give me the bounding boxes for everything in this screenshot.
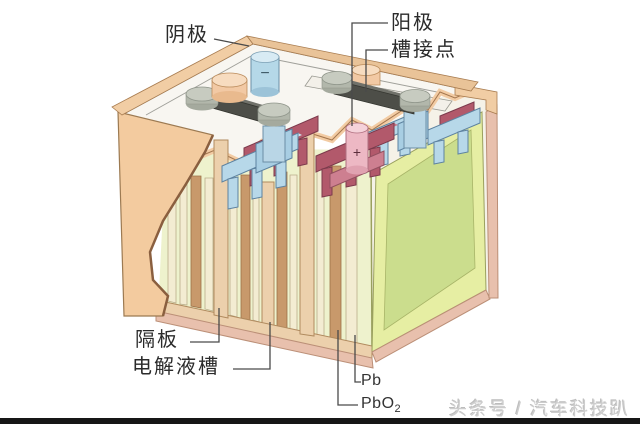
torn-edge [148, 134, 215, 317]
leader-pb [354, 335, 361, 383]
label-anode: 阳极 [391, 12, 435, 34]
partition-rails [213, 129, 315, 337]
case-rim-right [454, 83, 498, 115]
watermark: 头条号 / 汽车科技趴 [448, 399, 630, 419]
label-separator: 隔板 [135, 329, 179, 351]
plate-pb-labeled [345, 169, 358, 344]
post-cap [399, 89, 431, 112]
leader-anode [351, 22, 388, 126]
frame-rail [261, 181, 275, 329]
post-cell2 [403, 109, 427, 149]
positive-mark: + [353, 144, 361, 160]
label-connector: 槽接点 [391, 39, 457, 61]
label-cathode: 阴极 [165, 24, 209, 46]
cut-face-interior [155, 148, 374, 369]
post-cap [185, 86, 219, 111]
plate-separator [252, 177, 260, 323]
negative-mark: − [260, 65, 269, 82]
case-rim-top [111, 35, 479, 116]
negative-strap [427, 107, 481, 146]
case-left-wall [117, 111, 215, 317]
negative-terminal: − [250, 51, 280, 97]
vent-cap [211, 72, 248, 103]
plate-pbo2 [190, 175, 202, 309]
post-cell1 [262, 125, 286, 163]
plate-separator [179, 177, 188, 306]
case-tray-edge [155, 310, 374, 369]
positive-terminal: + [345, 122, 369, 175]
cell-block-right [371, 104, 499, 363]
plate-pb [204, 177, 214, 312]
bottom-divider-bar [0, 418, 640, 424]
label-pb: Pb [361, 372, 382, 389]
leader-lines [190, 22, 388, 406]
label-pbo2: PbO2 [361, 395, 402, 416]
tray-band-right [371, 289, 491, 363]
leader-connector [365, 49, 388, 92]
cell-connectors [185, 71, 431, 163]
label-electrolyte-tank: 电解液槽 [132, 356, 220, 378]
plate-pb [289, 174, 298, 334]
post-cap [321, 71, 353, 94]
leader-electrolyte [233, 322, 271, 370]
leader-cathode [213, 38, 250, 47]
partition-rail [213, 139, 229, 319]
leader-separator [190, 308, 220, 343]
cell3-straps [427, 101, 481, 165]
plate-pbo2 [240, 174, 251, 321]
front-corner-edge [370, 151, 373, 353]
plate-pbo2 [276, 171, 288, 332]
post-cap [257, 102, 291, 127]
leader-pbo2 [337, 330, 358, 406]
